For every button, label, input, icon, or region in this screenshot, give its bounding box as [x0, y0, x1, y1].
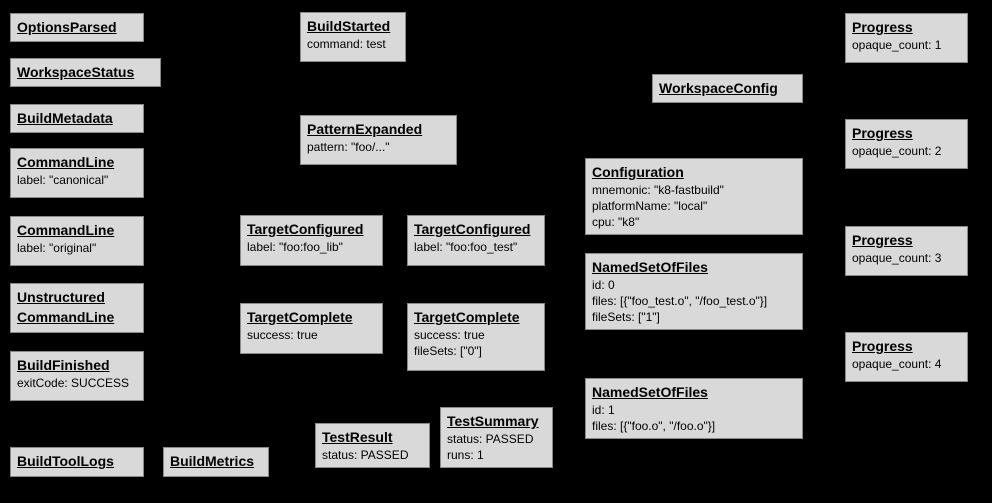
- node-workspace-config: WorkspaceConfig: [652, 74, 803, 103]
- node-title: Configuration: [592, 164, 684, 180]
- node-build-started: BuildStarted command: test: [300, 12, 406, 62]
- node-progress-1: Progress opaque_count: 1: [845, 13, 968, 63]
- node-field: cpu: "k8": [592, 215, 640, 229]
- node-title: BuildStarted: [307, 18, 391, 34]
- node-title: TestResult: [322, 429, 393, 445]
- node-field: fileSets: ["1"]: [592, 310, 660, 324]
- node-field: files: [{"foo_test.o", "/foo_test.o"}]: [592, 294, 768, 308]
- node-field: mnemonic: "k8-fastbuild": [592, 183, 724, 197]
- node-target-complete-foo-lib: TargetComplete success: true: [240, 303, 383, 354]
- node-configuration: Configuration mnemonic: "k8-fastbuild" p…: [585, 158, 803, 235]
- node-field: opaque_count: 2: [852, 144, 942, 158]
- node-title: NamedSetOfFiles: [592, 384, 708, 400]
- node-progress-3: Progress opaque_count: 3: [845, 226, 968, 276]
- node-field: files: [{"foo.o", "/foo.o"}]: [592, 419, 716, 433]
- node-title: TargetComplete: [414, 309, 520, 325]
- node-options-parsed: OptionsParsed: [10, 13, 144, 42]
- node-field: exitCode: SUCCESS: [17, 376, 130, 390]
- node-title: TargetComplete: [247, 309, 353, 325]
- node-command-line-canonical: CommandLine label: "canonical": [10, 148, 144, 198]
- node-field: platformName: "local": [592, 199, 708, 213]
- node-title: TargetConfigured: [247, 221, 364, 237]
- node-named-set-of-files-0: NamedSetOfFiles id: 0 files: [{"foo_test…: [585, 253, 803, 330]
- node-field: success: true: [414, 328, 485, 342]
- node-field: label: "original": [17, 241, 97, 255]
- node-title: TestSummary: [447, 413, 539, 429]
- node-field: status: PASSED: [322, 448, 409, 462]
- node-build-metadata: BuildMetadata: [10, 104, 144, 133]
- node-title: BuildMetadata: [17, 110, 113, 126]
- node-title: PatternExpanded: [307, 121, 423, 137]
- node-title: WorkspaceConfig: [659, 80, 778, 96]
- node-field: command: test: [307, 37, 386, 51]
- node-title: Progress: [852, 125, 913, 141]
- node-title: Progress: [852, 19, 913, 35]
- node-field: opaque_count: 4: [852, 357, 942, 371]
- node-title: WorkspaceStatus: [17, 64, 135, 80]
- node-field: opaque_count: 3: [852, 251, 942, 265]
- node-title: BuildFinished: [17, 357, 110, 373]
- node-title: CommandLine: [17, 154, 115, 170]
- node-field: pattern: "foo/...": [307, 140, 390, 154]
- node-field: id: 0: [592, 278, 615, 292]
- node-field: id: 1: [592, 403, 615, 417]
- node-field: label: "foo:foo_test": [414, 240, 518, 254]
- node-command-line-original: CommandLine label: "original": [10, 216, 144, 266]
- node-title: TargetConfigured: [414, 221, 531, 237]
- node-pattern-expanded: PatternExpanded pattern: "foo/...": [300, 115, 457, 165]
- node-workspace-status: WorkspaceStatus: [10, 58, 161, 87]
- node-title: NamedSetOfFiles: [592, 259, 708, 275]
- node-title: BuildMetrics: [170, 453, 255, 469]
- node-title: OptionsParsed: [17, 19, 117, 35]
- node-title: BuildToolLogs: [17, 453, 114, 469]
- node-progress-2: Progress opaque_count: 2: [845, 119, 968, 169]
- node-title: CommandLine: [17, 222, 115, 238]
- node-unstructured-command-line: Unstructured CommandLine: [10, 283, 144, 333]
- node-field: success: true: [247, 328, 318, 342]
- node-field: label: "canonical": [17, 173, 109, 187]
- node-target-configured-foo-lib: TargetConfigured label: "foo:foo_lib": [240, 215, 383, 266]
- node-field: fileSets: ["0"]: [414, 344, 482, 358]
- node-title: Progress: [852, 232, 913, 248]
- node-title: Progress: [852, 338, 913, 354]
- node-field: status: PASSED: [447, 432, 534, 446]
- node-named-set-of-files-1: NamedSetOfFiles id: 1 files: [{"foo.o", …: [585, 378, 803, 439]
- node-progress-4: Progress opaque_count: 4: [845, 332, 968, 382]
- node-field: runs: 1: [447, 448, 484, 462]
- node-test-result: TestResult status: PASSED: [315, 423, 430, 468]
- node-test-summary: TestSummary status: PASSED runs: 1: [440, 407, 553, 468]
- node-target-configured-foo-test: TargetConfigured label: "foo:foo_test": [407, 215, 545, 266]
- node-build-metrics: BuildMetrics: [163, 447, 269, 477]
- node-field: opaque_count: 1: [852, 38, 942, 52]
- node-build-finished: BuildFinished exitCode: SUCCESS: [10, 351, 144, 401]
- node-build-tool-logs: BuildToolLogs: [10, 447, 144, 477]
- node-target-complete-foo-test: TargetComplete success: true fileSets: […: [407, 303, 545, 371]
- node-field: label: "foo:foo_lib": [247, 240, 343, 254]
- node-title: Unstructured CommandLine: [17, 289, 115, 325]
